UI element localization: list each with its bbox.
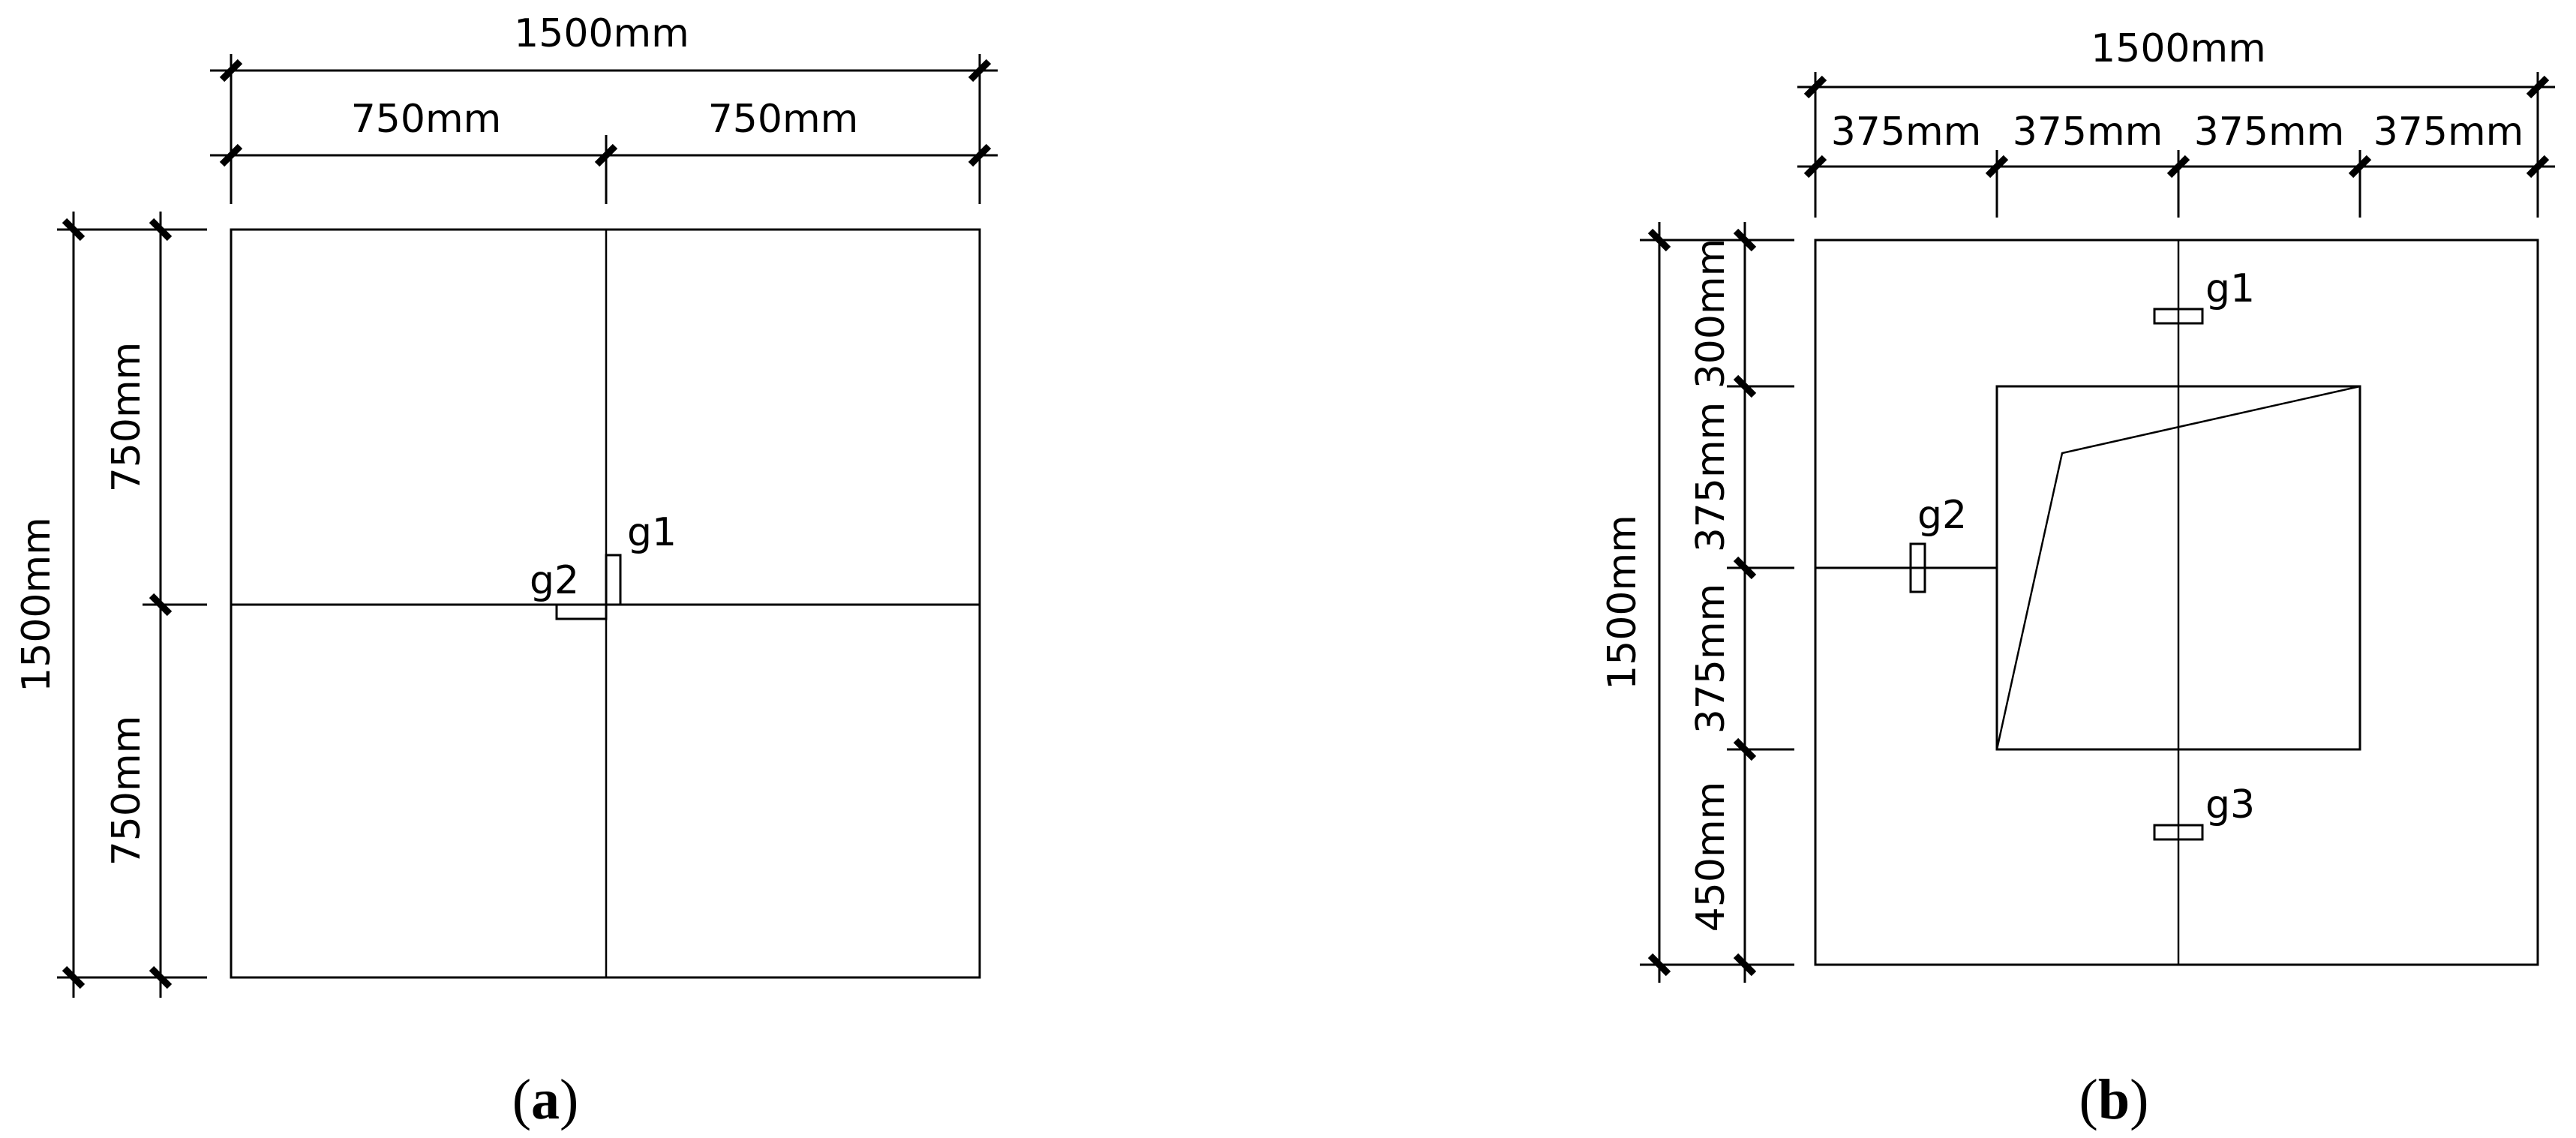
label-b-top-seg2: 375mm: [2013, 110, 2163, 155]
panel-b-slab-outline: [1814, 239, 2539, 966]
dim-tick: [2166, 155, 2190, 179]
label-gauge-g1-b: g1: [2205, 266, 2255, 311]
dim-tick: [1733, 953, 1757, 977]
label-a-left-total: 1500mm: [14, 517, 59, 692]
label-a-top-total: 1500mm: [514, 11, 689, 56]
caption-b: (b): [2079, 1068, 2149, 1131]
dim-tick: [219, 143, 243, 167]
label-b-top-total: 1500mm: [2091, 26, 2266, 71]
dim-tick: [1803, 155, 1827, 179]
panel-b-labels: 1500mm 375mm 375mm 375mm 375mm 1500mm 30…: [1600, 26, 2523, 1131]
label-a-left-lower: 750mm: [104, 716, 149, 866]
label-gauge-g3-b: g3: [2205, 782, 2255, 827]
dim-tick: [1733, 228, 1757, 252]
dim-tick: [219, 59, 243, 83]
dim-tick: [2348, 155, 2372, 179]
panel-b-inner-square: [1995, 385, 2361, 751]
dim-tick: [62, 218, 86, 242]
dim-tick: [149, 965, 173, 989]
label-b-top-seg1: 375mm: [1831, 110, 1982, 155]
dim-tick: [149, 218, 173, 242]
dim-tick: [62, 965, 86, 989]
dim-tick: [1733, 556, 1757, 580]
panel-a-top-dimensions: [210, 54, 998, 204]
label-gauge-g2-b: g2: [1917, 493, 1967, 538]
dim-tick: [1647, 953, 1671, 977]
dim-tick: [968, 59, 992, 83]
dim-tick: [1733, 374, 1757, 398]
label-gauge-g1-a: g1: [627, 510, 677, 555]
label-a-top-right: 750mm: [708, 97, 859, 142]
label-b-top-seg3: 375mm: [2194, 110, 2345, 155]
dim-tick: [2526, 75, 2550, 99]
label-b-left-seg2: 375mm: [1689, 402, 1734, 553]
gauge-g1-marker: [2153, 308, 2204, 325]
panel-a: [57, 54, 998, 998]
label-b-left-seg1: 300mm: [1689, 239, 1734, 389]
panel-a-labels: 1500mm 750mm 750mm 1500mm 750mm 750mm g1…: [14, 11, 858, 1131]
panel-a-left-dimensions: [57, 212, 207, 998]
dim-tick: [149, 593, 173, 617]
gauge-g2-marker: [555, 603, 608, 620]
gauge-g2-marker: [1909, 542, 1926, 593]
gauge-g1-marker: [605, 554, 622, 606]
dim-tick: [1647, 228, 1671, 252]
panel-b-top-dimensions: [1797, 72, 2555, 218]
dim-tick: [1803, 75, 1827, 99]
label-a-left-upper: 750mm: [104, 342, 149, 493]
label-b-left-total: 1500mm: [1600, 515, 1645, 690]
label-b-left-seg3: 375mm: [1689, 584, 1734, 734]
dim-tick: [1985, 155, 2009, 179]
label-b-top-seg4: 375mm: [2373, 110, 2524, 155]
dim-tick: [1733, 737, 1757, 761]
label-gauge-g2-a: g2: [530, 558, 579, 603]
dim-tick: [968, 143, 992, 167]
panel-b-crack-line: [1995, 385, 2361, 750]
label-a-top-left: 750mm: [351, 97, 502, 142]
panel-b-left-dimensions: [1640, 222, 1794, 983]
caption-a: (a): [512, 1068, 579, 1131]
gauge-g3-marker: [2153, 824, 2204, 841]
dim-tick: [2526, 155, 2550, 179]
panel-b: [1640, 72, 2555, 983]
dim-tick: [594, 143, 618, 167]
label-b-left-seg4: 450mm: [1689, 782, 1734, 932]
